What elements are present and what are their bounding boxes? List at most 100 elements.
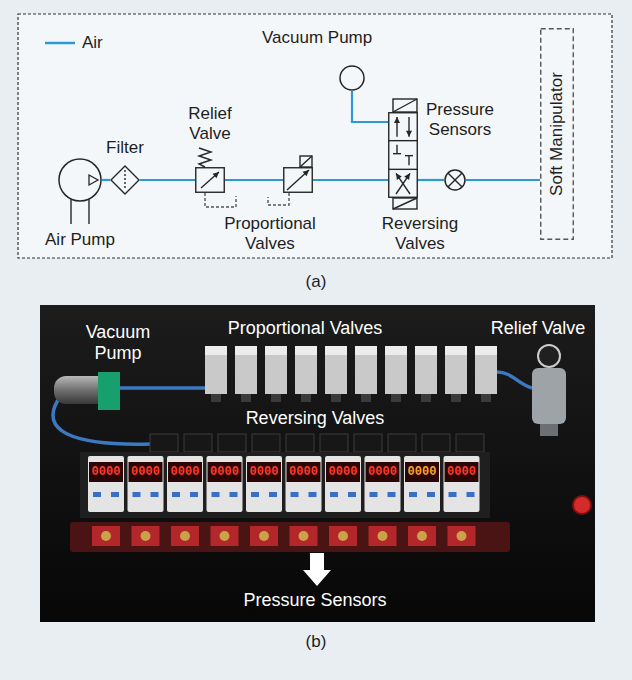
proportional-valve-photo [445, 346, 467, 394]
proportional-valve-photo [271, 394, 281, 402]
symbol-line [396, 173, 410, 194]
proportional-valve-photo [205, 346, 227, 394]
symbol-line [393, 153, 401, 154]
symbol-outline [196, 168, 225, 193]
proportional-valve-photo [265, 346, 287, 355]
symbol-outline [284, 168, 313, 193]
outlet-fittings [259, 531, 269, 541]
pressure-sensor-photo [251, 492, 259, 497]
air-line [225, 179, 283, 181]
relief-valve-photo [540, 424, 558, 436]
proportional-valve-photo [301, 394, 311, 402]
stop-button [573, 496, 591, 514]
symbol-line [448, 173, 462, 187]
flow-triangle [89, 175, 98, 185]
pressure-sensor-photo [388, 492, 396, 497]
reversing-valve-photo [456, 434, 484, 452]
pressure-sensor-photo [129, 462, 163, 482]
outlet-fittings [299, 531, 309, 541]
photo-label: Reversing Valves [230, 408, 400, 429]
photo [40, 305, 595, 622]
valve-symbol-detail [70, 199, 71, 224]
photo-label: Pressure Sensors [230, 590, 400, 611]
label-holder: 0000 [247, 462, 281, 482]
display-reading: 0000 [208, 462, 242, 482]
pressure-sensor-photo [330, 492, 338, 497]
pressure-sensor-photo [172, 492, 180, 497]
reversing-valve-photo [354, 434, 382, 452]
pressure-sensor-photo [287, 462, 321, 482]
proportional-valve-photo [445, 346, 467, 355]
valve-symbol-detail [393, 198, 417, 209]
symbol-outline [340, 66, 364, 90]
outlet-fittings [92, 526, 120, 546]
legend-sample [45, 33, 75, 53]
panel-border [18, 14, 612, 258]
pressure-sensor-photo [269, 492, 277, 497]
label-holder: Soft Manipulator [547, 72, 567, 196]
air-line [102, 179, 110, 181]
relief-valve-symbol-outline [195, 167, 225, 193]
label-holder: Relief Valve [172, 104, 248, 143]
proportional-valve-photo [361, 394, 371, 402]
proportional-valve-photo [331, 394, 341, 402]
proportional-valve-photo [325, 346, 347, 394]
legend-text: Air [82, 33, 103, 53]
reversing-valve-photo [388, 434, 416, 452]
pressure-sensor-photo [325, 456, 361, 512]
outlet-fittings [457, 531, 467, 541]
pressure-sensor-photo [93, 492, 101, 497]
air-pump-symbol-outline [58, 158, 102, 202]
label-holder: Pressure Sensors [412, 100, 508, 139]
symbol-line [201, 172, 219, 188]
outlet-fittings [378, 531, 388, 541]
reversing-valve-photo [218, 434, 246, 452]
vacuum-pump-symbol-outline [339, 65, 365, 91]
node-label: Pressure Sensors [412, 100, 508, 139]
pressure-sensor-photo [445, 462, 479, 482]
pointer-arrow [303, 553, 331, 586]
proportional-valve-photo [355, 346, 377, 394]
display-reading: 0000 [247, 462, 281, 482]
proportional-valve-photo [415, 346, 437, 355]
pressure-sensor-photo [89, 462, 123, 482]
reversing-valve-photo [184, 434, 212, 452]
photo-label: Vacuum Pump [68, 322, 168, 363]
proportional-valve-photo [355, 346, 377, 355]
reversing-valve-photo [252, 434, 280, 452]
pressure-sensor-photo [111, 492, 119, 497]
label-holder: Air Pump [25, 230, 135, 250]
outlet-fittings [338, 531, 348, 541]
valve-symbol-detail [300, 156, 312, 167]
pressure-sensor-photo [370, 492, 378, 497]
symbol-line [396, 173, 410, 194]
proportional-valve-photo [415, 346, 437, 394]
label-holder: 0000 [326, 462, 360, 482]
reversing-valve-symbol-outline [388, 112, 418, 198]
symbol-line [448, 173, 462, 187]
vacuum-pump-symbol: Vacuum Pump [339, 65, 365, 91]
display-reading: 0000 [326, 462, 360, 482]
node-label: Soft Manipulator [547, 72, 567, 196]
label-holder: Vacuum Pump [262, 28, 392, 48]
arrow-tip [404, 173, 410, 180]
outlet-fittings [132, 526, 160, 546]
valve-symbol-detail [71, 99, 417, 224]
reversing-valve-photo [150, 434, 484, 452]
pressure-sensor-symbol: Pressure Sensors [444, 169, 466, 191]
valve-symbol-detail [393, 99, 417, 112]
label-holder: 0000 [129, 462, 163, 482]
vacuum-pump-photo [54, 372, 120, 410]
pressure-sensor-photo [309, 492, 317, 497]
pressure-sensor-photo [291, 492, 299, 497]
label-holder: 0000 [208, 462, 242, 482]
label-holder: (a) [286, 272, 346, 292]
relief-valve-symbol: Relief Valve [195, 167, 225, 193]
pressure-sensor-photo [365, 456, 401, 512]
display-reading: 0000 [445, 462, 479, 482]
node-label: Filter [95, 138, 155, 158]
valve-symbol-detail [199, 148, 211, 167]
node-label: Air Pump [25, 230, 135, 250]
pressure-sensor-photo [207, 456, 243, 512]
label-holder: 0000 [168, 462, 202, 482]
